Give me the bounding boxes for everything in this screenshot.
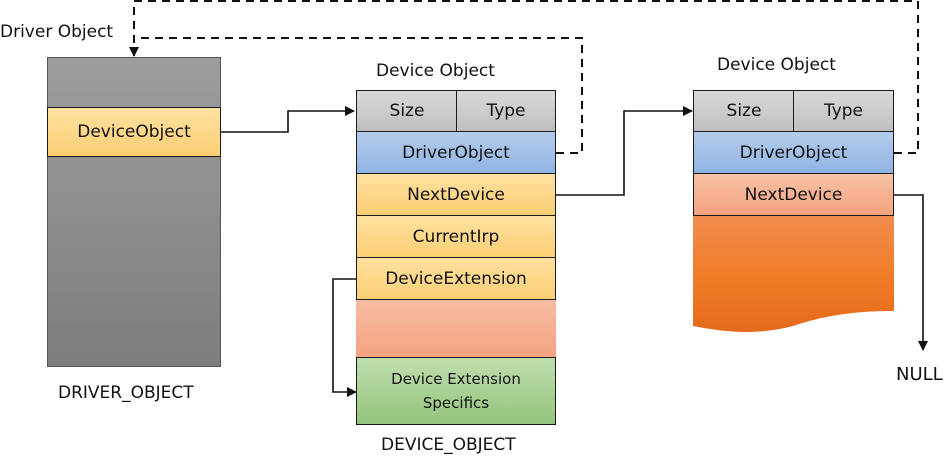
driver-deviceobject-field: DeviceObject	[47, 107, 221, 157]
device1-extension-specifics-line1: Device Extension	[391, 370, 521, 388]
driver-object-caption: DRIVER_OBJECT	[58, 383, 194, 403]
device1-type-label: Type	[486, 101, 526, 121]
arrow-device1-to-device2	[556, 106, 693, 196]
device2-driverobject-label: DriverObject	[739, 142, 848, 163]
driver-deviceobject-label: DeviceObject	[77, 122, 191, 142]
device2-size-field: Size	[693, 90, 795, 132]
device1-driverobject-field: DriverObject	[356, 131, 556, 174]
dashed-device1-to-driver	[134, 37, 583, 154]
device-object-2-title: Device Object	[717, 55, 836, 75]
device2-size-label: Size	[726, 101, 762, 121]
device1-nextdevice-label: NextDevice	[407, 184, 505, 205]
device1-extension-specifics-line2: Specifics	[422, 394, 490, 412]
arrow-extension-to-specifics	[332, 278, 357, 397]
device2-driverobject-field: DriverObject	[693, 131, 894, 174]
device1-currentirp-label: CurrentIrp	[412, 226, 500, 247]
device-object-caption: DEVICE_OBJECT	[381, 435, 516, 455]
device1-opaque-region	[356, 300, 556, 357]
device1-size-field: Size	[356, 90, 458, 132]
device2-type-label: Type	[823, 101, 864, 121]
device1-currentirp-field: CurrentIrp	[356, 215, 556, 258]
dashed-device2-to-driver	[129, 0, 919, 154]
device1-extension-specifics-field: Device Extension Specifics	[356, 357, 556, 425]
arrow-driver-to-device1	[221, 106, 355, 133]
device2-torn-continuation	[693, 216, 894, 332]
device-object-1-title: Device Object	[376, 61, 495, 81]
device1-deviceextension-field: DeviceExtension	[356, 257, 556, 300]
device2-nextdevice-label: NextDevice	[744, 184, 843, 205]
device2-nextdevice-field: NextDevice	[693, 173, 894, 216]
device1-driverobject-label: DriverObject	[402, 142, 510, 163]
null-terminator-label: NULL	[896, 364, 943, 385]
device1-size-label: Size	[389, 101, 425, 121]
device1-nextdevice-field: NextDevice	[356, 173, 556, 216]
arrow-device2-to-null	[894, 194, 928, 351]
device2-type-field: Type	[793, 90, 894, 132]
device1-deviceextension-label: DeviceExtension	[385, 268, 527, 289]
driver-object-block	[47, 57, 221, 367]
driver-object-top-label: Driver Object	[0, 22, 114, 42]
device1-type-field: Type	[456, 90, 556, 132]
